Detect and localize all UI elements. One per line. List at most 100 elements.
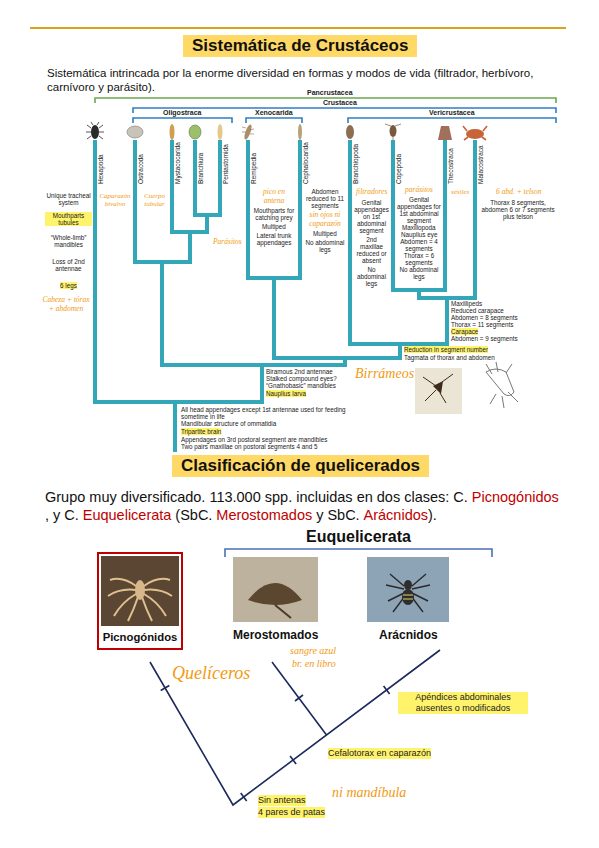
character-label: No abdominal legs [304, 239, 346, 253]
class-box: Picnogónidos [97, 552, 183, 650]
handwritten-note: Cabeza + tórax + abdomen [40, 296, 92, 313]
photo-caption: Merostomados [233, 628, 318, 642]
taxon-name: Thecostraca [447, 148, 455, 184]
character-label: Multiped [313, 230, 337, 237]
nauplius-photo [415, 368, 462, 414]
horseshoe-crab-photo [233, 557, 318, 622]
character-label: Stalked compound eyes? [266, 375, 337, 382]
character-label: Biramous 2nd antennae [266, 368, 333, 375]
handwritten-note: sin ojos ni caparazón [304, 211, 346, 228]
handwritten-note: ni mandíbula [332, 785, 406, 801]
character-label: Loss of 2nd antennae [45, 258, 92, 272]
paragraph: Grupo muy diversificado. 113.000 spp. in… [45, 488, 565, 524]
section-heading: Clasificación de quelicerados [172, 455, 429, 477]
character-label: Sin antenas [258, 795, 306, 806]
character-label: Lateral trunk appendages [252, 232, 296, 246]
clade-label: Pancrustacea [307, 89, 353, 97]
paragraph-text: Grupo muy diversificado. 113.000 spp. in… [45, 488, 468, 506]
character-label: Thorax 8 segments, abdomen 6 or 7 segmen… [479, 199, 557, 220]
character-label: Nauplius larva [266, 390, 306, 397]
paragraph-text: (SbC. [175, 506, 212, 524]
paragraph-text: Euquelicerata [83, 506, 172, 524]
paragraph-text: y SbC. [316, 506, 360, 524]
handwritten-note: Caparazón bivalvo [99, 192, 131, 208]
handwritten-note: sangre azul [290, 645, 336, 657]
character-label: 2nd maxillae reduced or absent [354, 236, 389, 264]
character-label: Maxillopoda [402, 224, 436, 231]
character-label: Mouthparts for catching prey [252, 207, 296, 221]
handwritten-note: Quelíceros [172, 663, 250, 683]
paragraph-text: ). [428, 506, 437, 524]
character-label: 4 pares de patas [258, 807, 325, 818]
taxon-name: Mystacocarida [174, 142, 182, 184]
crustacean-cladogram [95, 142, 475, 450]
character-label: Thorax = 11 segments [451, 321, 513, 328]
pycnogonid-photo [101, 556, 179, 626]
character-label: “Whole-limb” mandibles [45, 234, 92, 248]
character-label: Genital appendages for 1st abdominal seg… [397, 196, 441, 224]
character-label: Thorax = 6 segments [397, 252, 441, 266]
character-label: Multiped [262, 223, 286, 230]
taxon-name: Ostracoda [137, 154, 145, 184]
handwritten-note: br. en libro [292, 658, 336, 670]
handwritten-note: pico en antena [252, 188, 296, 205]
group-bracket [225, 549, 492, 557]
character-label: Abdomen = 8 segments [451, 314, 518, 321]
group-label: Euquelicerata [306, 527, 411, 546]
handwritten-note: Birrámeos [355, 366, 414, 382]
header-rule [30, 27, 566, 29]
clade-label: Vericrustacea [429, 109, 475, 117]
taxon-name: Cephalocarida [302, 142, 310, 184]
chelicerate-cladogram [150, 650, 440, 805]
character-label: “Gnathobasic” mandibles [266, 382, 336, 389]
taxon-name: Hexapoda [97, 154, 105, 184]
clade-label: Crustacea [323, 99, 357, 107]
character-label: Mandibular structure of ommatidia [181, 420, 276, 427]
spider-photo [367, 557, 449, 622]
taxon-name: Copepoda [395, 154, 403, 184]
appendage-drawing [486, 362, 518, 408]
paragraph-text: Arácnidos [364, 506, 428, 524]
taxon-name: Pentastomida [222, 144, 230, 184]
paragraph-text: , y C. [45, 506, 79, 524]
paragraph-text: Merostomados [216, 506, 312, 524]
character-label: 6 legs [60, 282, 77, 289]
handwritten-note: 6 abd. + telson [496, 188, 541, 197]
taxon-name: Branchiura [197, 153, 205, 184]
character-label: Cefalotorax en caparazón [328, 748, 431, 759]
character-label: Apéndices abdominales ausentes o modific… [398, 692, 528, 714]
character-label: Appendages on 3rd postoral segment are m… [181, 436, 327, 443]
character-label: Mouthparts tubules [45, 212, 92, 226]
character-label: Abdomen reduced to 11 segments [304, 188, 346, 209]
character-label: All head appendages except 1st antennae … [181, 406, 371, 420]
handwritten-note: Parásitos [213, 238, 242, 247]
character-label: Abdomen = 4 segments [397, 238, 441, 252]
character-label: Reduced carapace [451, 307, 504, 314]
handwritten-note: Cuerpo tubular [139, 192, 170, 208]
paragraph-text: Picnogónidos [472, 488, 559, 506]
handwritten-note: filtradores [356, 188, 387, 197]
character-label: Tagmata of thorax and abdomen [404, 354, 495, 361]
character-label: No abdominal legs [354, 266, 389, 287]
character-label: Tripartite brain [181, 428, 221, 435]
clade-brackets [95, 98, 556, 123]
character-label: No abdominal legs [397, 266, 441, 280]
character-label: Maxillipeds [451, 300, 482, 307]
character-label: Genital appendages on 1st abdominal segm… [354, 199, 389, 234]
character-label: Reduction in segment number [404, 346, 488, 353]
clade-label: Oligostraca [163, 109, 202, 117]
taxon-icons [86, 122, 487, 140]
character-label: Carapace [451, 328, 478, 335]
taxon-name: Remipedia [250, 153, 258, 184]
clade-label: Xenocarida [255, 109, 293, 117]
character-label: Abdomen = 9 segments [451, 335, 518, 342]
node-text: Picnogónidos [103, 630, 178, 644]
character-label: Two pairs maxillae on postoral segments … [181, 443, 318, 450]
handwritten-note: parásitos [405, 186, 433, 195]
taxon-name: Malacostraca [477, 145, 485, 184]
character-label: Unique tracheal system [45, 192, 92, 206]
node-text: Clasificación de quelicerados [181, 455, 420, 477]
page-title: Sistemática de Crustáceos [183, 35, 417, 57]
